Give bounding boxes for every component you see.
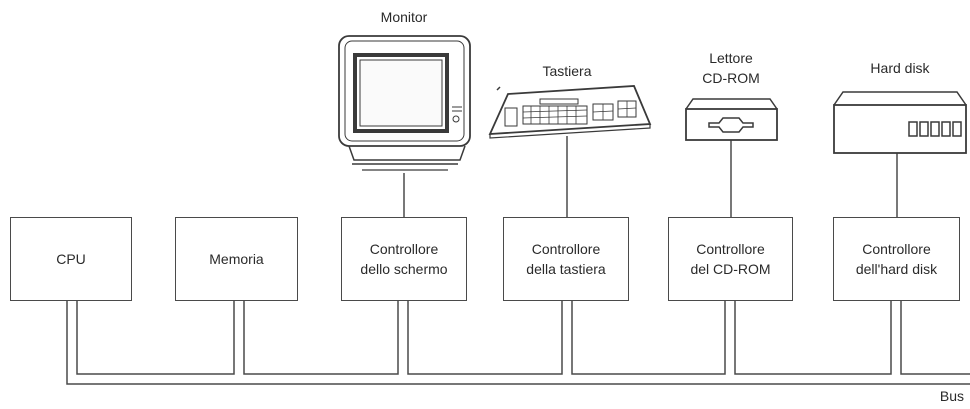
harddisk-controller-label-line2: dell'hard disk bbox=[855, 261, 938, 277]
keyboard-icon bbox=[488, 85, 652, 139]
screen-controller-box: Controllore dello schermo bbox=[341, 217, 467, 301]
screen-controller-label-line2: dello schermo bbox=[360, 261, 448, 277]
cdrom-drive-label-line1: Lettore bbox=[709, 50, 753, 66]
keyboard-controller-box: Controllore della tastiera bbox=[503, 217, 629, 301]
cdrom-controller-label-line2: del CD-ROM bbox=[690, 261, 771, 277]
memory-label: Memoria bbox=[209, 251, 264, 267]
cdrom-controller-box: Controllore del CD-ROM bbox=[668, 217, 793, 301]
bus bbox=[66, 301, 970, 385]
cdrom-drive-label-line2: CD-ROM bbox=[702, 70, 760, 86]
cpu-box: CPU bbox=[10, 217, 132, 301]
keyboard-label: Tastiera bbox=[542, 63, 592, 79]
harddisk-icon bbox=[833, 91, 967, 154]
cdrom-drive-label: Lettore CD-ROM bbox=[681, 48, 781, 88]
harddisk-label: Hard disk bbox=[870, 60, 930, 76]
screen-controller-label-line1: Controllore bbox=[369, 241, 439, 257]
cpu-label: CPU bbox=[56, 251, 86, 267]
bus-label: Bus bbox=[939, 388, 964, 404]
cdrom-controller-label-line1: Controllore bbox=[696, 241, 765, 257]
bus-outer-outline bbox=[66, 301, 970, 385]
harddisk-controller-box: Controllore dell'hard disk bbox=[833, 217, 960, 301]
monitor-icon bbox=[338, 35, 471, 171]
keyboard-controller-label-line2: della tastiera bbox=[526, 261, 606, 277]
bus-inner-outline bbox=[76, 301, 970, 375]
connection-lines bbox=[403, 136, 898, 217]
keyboard-controller-label-line1: Controllore bbox=[531, 241, 601, 257]
harddisk-controller-label-line1: Controllore bbox=[862, 241, 931, 257]
cdrom-drive-icon bbox=[685, 98, 778, 141]
monitor-label: Monitor bbox=[380, 9, 428, 25]
memory-box: Memoria bbox=[175, 217, 298, 301]
